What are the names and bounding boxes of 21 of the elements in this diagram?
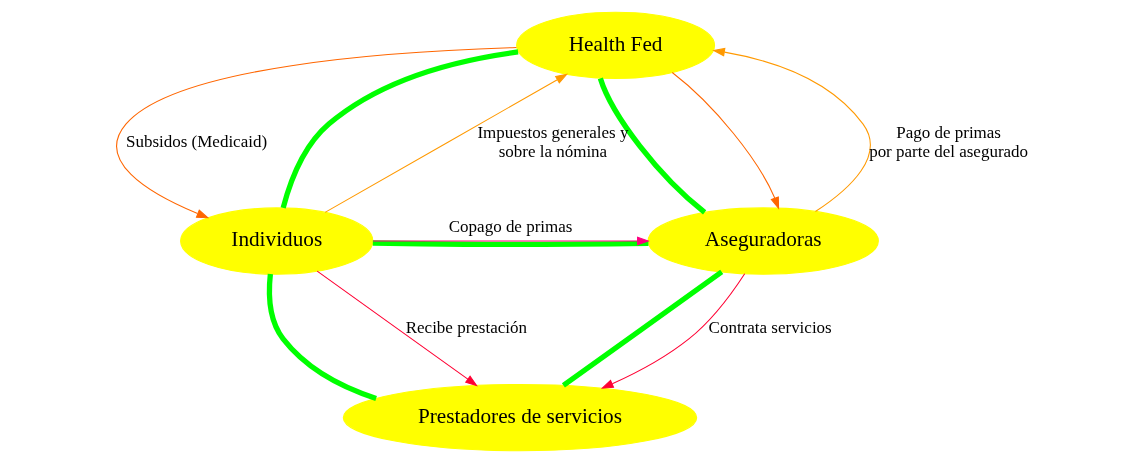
arrow [372, 236, 650, 246]
connector [597, 77, 706, 215]
node-ellipse: Prestadores de servicios [342, 383, 697, 452]
edge-label: Pago de primas por parte del asegurado [868, 122, 1028, 161]
arrow [324, 73, 568, 213]
arrow [711, 47, 871, 213]
edge-label: Copago de primas [448, 217, 572, 237]
arrow [671, 72, 779, 210]
node-ellipse: Health Fed [515, 11, 715, 80]
connector [561, 269, 723, 388]
arrow [316, 270, 478, 387]
arrow [115, 47, 517, 219]
arrow [600, 273, 745, 389]
connector [372, 240, 648, 248]
node-ellipse: Aseguradoras [647, 207, 879, 275]
connector [280, 49, 518, 209]
connector [266, 273, 377, 401]
edge-label: Subsidos (Medicaid) [125, 132, 267, 152]
edge-label: Recibe prestación [405, 318, 527, 338]
edge-label: Impuestos generales y sobre la nómina [476, 122, 628, 161]
edge-label: Contrata servicios [708, 318, 832, 338]
